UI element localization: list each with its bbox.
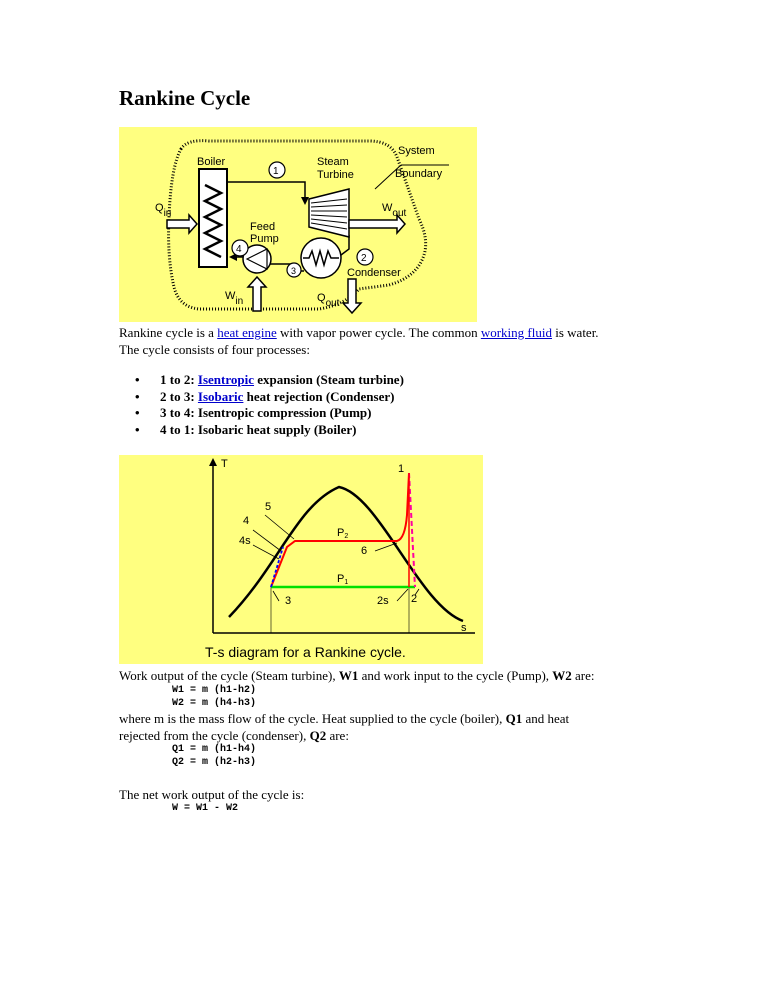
condenser-circle [300,237,342,279]
saturation-dome [228,485,464,623]
turbine-label: Turbine [317,169,354,181]
list-item: 4 to 1: Isobaric heat supply (Boiler) [119,422,404,439]
equation-w1: W1 = m (h1-h2) [172,685,257,696]
state-3-label: 3 [291,266,296,276]
equation-q2: Q2 = m (h2-h3) [172,757,257,768]
point-2-label: 2 [411,593,417,605]
axis-t-label: T [221,458,228,470]
boiler-box [198,168,228,268]
state-2-label: 2 [361,253,367,264]
list-item: 3 to 4: Isentropic compression (Pump) [119,405,404,422]
equation-w2: W2 = m (h4-h3) [172,698,257,709]
pipe-arrow-4 [229,253,237,261]
rankine-schematic-figure: Boiler 1 Steam Turbine System Boundary Q… [119,127,477,322]
low-pressure-label: P1 [337,573,348,586]
isentropic-link[interactable]: Isentropic [197,372,255,387]
point-3-label: 3 [285,595,291,607]
equation-q1: Q1 = m (h1-h4) [172,744,257,755]
pipe-arrow-1 [301,197,309,205]
point-5-label: 5 [265,501,271,513]
q-in-label: Qin [155,202,171,219]
q-out-label: Qout [317,292,340,309]
point-2s-label: 2s [377,595,389,607]
boiler-coil [202,183,224,259]
system-label: System [398,145,435,157]
feed-pump-triangle [245,248,268,270]
high-pressure-label: P2 [337,527,348,540]
boiler-label: Boiler [197,156,225,168]
working-fluid-link[interactable]: working fluid [480,325,552,340]
point-4s-label: 4s [239,535,251,547]
intro-paragraph: Rankine cycle is a heat engine with vapo… [119,325,599,357]
heat-paragraph: where m is the mass flow of the cycle. H… [119,711,570,743]
pipe-turbine-to-condenser [340,235,350,256]
w-in-label: Win [225,290,243,307]
w-out-label: Wout [382,202,407,219]
heat-engine-link[interactable]: heat engine [217,325,277,340]
high-pressure-line [270,472,410,588]
net-work-paragraph: The net work output of the cycle is: [119,787,305,802]
isobaric-link[interactable]: Isobaric [197,388,244,404]
point-1-label: 1 [398,463,404,475]
axis-s-label: s [461,622,467,634]
ts-diagram-figure: T s 1 2 2s 3 4 4s 5 6 P2 P1 T-s diagram … [119,455,483,664]
ts-diagram-svg: T s 1 2 2s 3 4 4s 5 6 P2 P1 T-s diagram … [205,458,475,660]
pipe-boiler-to-turbine [227,181,306,199]
pump-label: Pump [250,233,279,245]
condenser-coil [303,248,339,268]
turbine-shape [308,188,350,238]
page-title: Rankine Cycle [119,86,251,110]
process-list: 1 to 2: Isentropic expansion (Steam turb… [119,372,404,438]
work-paragraph: Work output of the cycle (Steam turbine)… [119,668,595,683]
pump-compression-dash [270,546,284,588]
point-4-label: 4 [243,515,249,527]
list-item: 1 to 2: Isentropic expansion (Steam turb… [119,372,404,389]
q-out-arrow [341,278,363,315]
turbine-expansion-dash [408,472,416,588]
condenser-label: Condenser [347,267,401,279]
feed-label: Feed [250,221,275,233]
rankine-schematic-svg: Boiler 1 Steam Turbine System Boundary Q… [155,139,449,315]
state-1-label: 1 [273,166,279,177]
point-6-label: 6 [361,545,367,557]
list-item: 2 to 3: Isobaric heat rejection (Condens… [119,389,404,406]
q-in-arrow [166,213,199,235]
boundary-label: Boundary [395,168,443,180]
w-out-arrow [348,213,407,235]
equation-net-work: W = W1 - W2 [172,803,239,814]
state-4-label: 4 [236,244,242,255]
w-in-arrow [246,275,268,312]
steam-label: Steam [317,156,349,168]
ts-diagram-caption: T-s diagram for a Rankine cycle. [205,644,406,660]
